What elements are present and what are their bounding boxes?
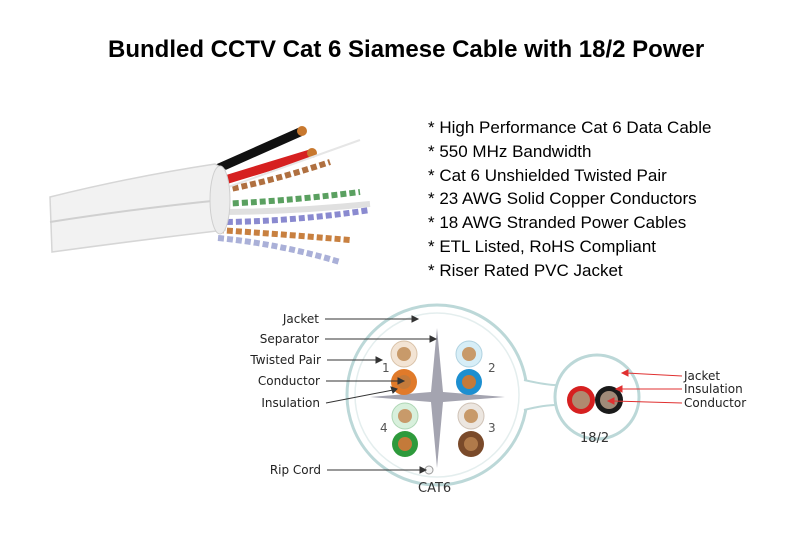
power-caption: 18/2 (580, 431, 609, 446)
page-title: Bundled CCTV Cat 6 Siamese Cable with 18… (108, 36, 705, 63)
feature-item: * 18 AWG Stranded Power Cables (428, 213, 687, 233)
feature-item: * Cat 6 Unshielded Twisted Pair (428, 165, 667, 185)
power-label-jacket: Jacket (683, 369, 720, 383)
pair-1 (390, 340, 418, 395)
feature-list: * High Performance Cat 6 Data Cable * 55… (428, 116, 711, 283)
label-separator: Separator (260, 332, 319, 346)
label-rip-cord: Rip Cord (270, 463, 321, 477)
cat6-pointers (325, 315, 438, 474)
pair-4 (391, 402, 419, 457)
power-pointers (606, 369, 683, 405)
feature-item: * 23 AWG Solid Copper Conductors (428, 189, 697, 209)
feature-item: * ETL Listed, RoHS Compliant (428, 236, 657, 256)
cross-section-diagram: 1 2 3 4 CAT6 18/2 Jacket Separator Twist… (249, 303, 746, 496)
pair-number-1: 1 (382, 361, 390, 375)
power-label-conductor: Conductor (684, 396, 746, 410)
label-jacket: Jacket (282, 312, 319, 326)
cat6-caption: CAT6 (418, 481, 451, 496)
pair-3 (457, 402, 485, 457)
separator-spline (370, 328, 505, 468)
feature-item: * Riser Rated PVC Jacket (428, 260, 623, 280)
label-insulation: Insulation (261, 396, 320, 410)
power-conductor-red (567, 386, 595, 414)
pair-number-3: 3 (488, 421, 496, 435)
pair-2 (455, 340, 483, 395)
pair-number-4: 4 (380, 421, 388, 435)
feature-item: * 550 MHz Bandwidth (428, 141, 592, 161)
label-twisted-pair: Twisted Pair (249, 353, 321, 367)
pair-number-2: 2 (488, 361, 496, 375)
cable-photo (49, 126, 371, 265)
feature-item: * High Performance Cat 6 Data Cable (428, 118, 712, 137)
power-label-insulation: Insulation (684, 382, 743, 396)
label-conductor: Conductor (258, 374, 320, 388)
cable-jacket (49, 163, 231, 253)
